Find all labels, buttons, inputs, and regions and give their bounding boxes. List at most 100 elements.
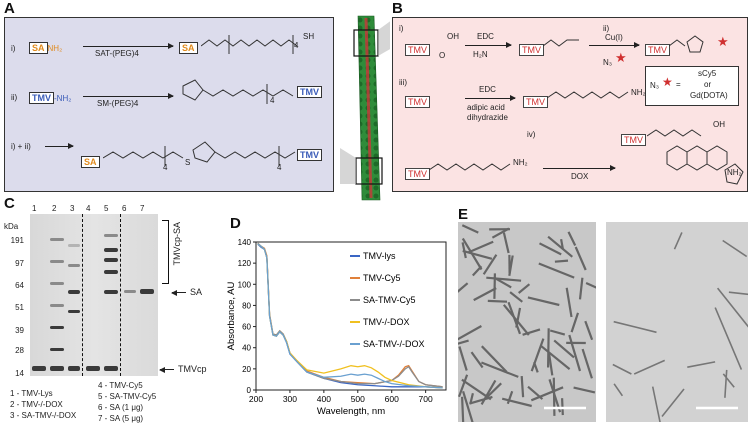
b-step-i-label: i) — [399, 24, 404, 33]
gel-band — [50, 282, 64, 285]
panel-e-label: E — [458, 206, 469, 223]
rod — [714, 307, 743, 370]
rod — [633, 359, 666, 375]
tmv-tag: TMV — [29, 92, 54, 104]
b-oh-1: OH — [447, 32, 459, 41]
gel-image — [30, 214, 158, 376]
panel-a-label: A — [4, 0, 15, 17]
rod — [581, 348, 593, 379]
b-tmv-tag-3: TMV — [645, 44, 670, 56]
series-line-2 — [257, 242, 443, 388]
rod — [728, 291, 748, 296]
rod — [493, 273, 496, 299]
rod — [548, 353, 554, 376]
tmv-rod-illustration — [340, 15, 390, 201]
b-hydrazide-chain — [547, 91, 629, 99]
conjugate-sa-tag: SA — [81, 156, 100, 168]
b-step-ii-label: ii) — [603, 24, 610, 33]
rod — [561, 398, 564, 416]
x-tick-label: 400 — [317, 394, 331, 404]
rod — [469, 395, 493, 405]
b-tmv-tag-4: TMV — [405, 96, 430, 108]
b-alkyne-chain — [543, 39, 579, 47]
gel-band — [68, 290, 80, 294]
b-dihydrazide: dihydrazide — [467, 113, 508, 122]
sa-product-tag: SA — [179, 42, 198, 54]
sa-conjugate: SA — [81, 152, 100, 170]
rod — [574, 246, 587, 271]
tmvcp-arrow — [160, 369, 174, 370]
step-ii-label: ii) — [11, 93, 18, 102]
b-dox: DOX — [571, 172, 589, 181]
gel-band — [140, 289, 154, 294]
rod — [716, 287, 748, 328]
kda-97: 97 — [15, 259, 24, 268]
rod — [509, 291, 523, 303]
b-tmv-tag-1: TMV — [405, 44, 430, 56]
lane-6-label: 6 — [122, 204, 127, 213]
gel-band — [68, 366, 80, 371]
b-step-iv-label: iv) — [527, 130, 536, 139]
b-legend-or: or — [704, 80, 712, 89]
rod — [461, 224, 479, 234]
rod — [527, 296, 560, 307]
gel-separator — [120, 214, 121, 376]
y-tick-label: 100 — [238, 280, 252, 289]
gel-band — [104, 258, 118, 262]
b-arrow-iii — [465, 95, 516, 101]
rod — [530, 386, 564, 402]
b-nh2-2: NH₂ — [513, 158, 528, 167]
rod — [518, 283, 531, 294]
gel-legend-left: 1 - TMV-Lys 2 - TMV-/-DOX 3 - SA-TMV-/-D… — [10, 388, 76, 421]
rod — [485, 382, 502, 399]
gel-band — [104, 270, 118, 274]
conjugate-chain — [103, 141, 296, 166]
rod — [538, 242, 562, 256]
rod — [584, 320, 594, 341]
rod — [565, 287, 573, 318]
rod — [548, 379, 562, 413]
gel-band — [104, 234, 118, 237]
rod — [481, 345, 508, 373]
x-tick-label: 500 — [351, 394, 365, 404]
rod — [502, 232, 510, 254]
rod — [553, 339, 575, 359]
tmv-product: TMV — [297, 82, 322, 100]
x-tick-label: 300 — [283, 394, 297, 404]
gel-band — [50, 348, 64, 351]
b-n3-1: N₃ — [603, 58, 613, 67]
b-triazole — [669, 35, 704, 53]
b-oh-dox: OH — [713, 120, 725, 129]
gel-band — [124, 290, 136, 293]
lane-7-label: 7 — [140, 204, 145, 213]
b-edc-1: EDC — [477, 32, 494, 41]
b-legend-star-icon: ★ — [662, 75, 673, 89]
kda-28: 28 — [15, 346, 24, 355]
sub-4-i: 4 — [294, 41, 299, 50]
b-legend-gd: Gd(DOTA) — [690, 91, 728, 100]
rod — [722, 373, 735, 388]
rod — [473, 287, 497, 302]
tmv-start: TMV-NH₂ — [29, 88, 71, 106]
rod — [522, 328, 541, 336]
y-tick-label: 120 — [238, 259, 252, 268]
rod — [515, 307, 522, 328]
b-tmv-triazole: TMV — [645, 40, 670, 58]
rod — [491, 227, 510, 239]
b-tmv-hydrazide-2: TMV — [405, 164, 430, 182]
b-star-icon-1: ★ — [615, 50, 627, 65]
legend-label-2: SA-TMV-Cy5 — [363, 295, 416, 305]
b-tmv-tag-7: TMV — [621, 134, 646, 146]
rod — [613, 383, 624, 397]
b-tmv-hydrazide: TMV — [523, 92, 548, 110]
sa-tag: SA — [29, 42, 48, 54]
y-axis-label: Absorbance, AU — [226, 282, 237, 351]
kda-label: kDa — [4, 222, 19, 231]
legend-label-0: TMV-lys — [363, 251, 396, 261]
reagent-sm-peg: SM-(PEG)4 — [97, 99, 139, 108]
tmvcp-sa-label: TMVcp-SA — [172, 222, 182, 266]
y-tick-label: 80 — [242, 301, 251, 310]
sa-label: SA — [190, 287, 203, 297]
